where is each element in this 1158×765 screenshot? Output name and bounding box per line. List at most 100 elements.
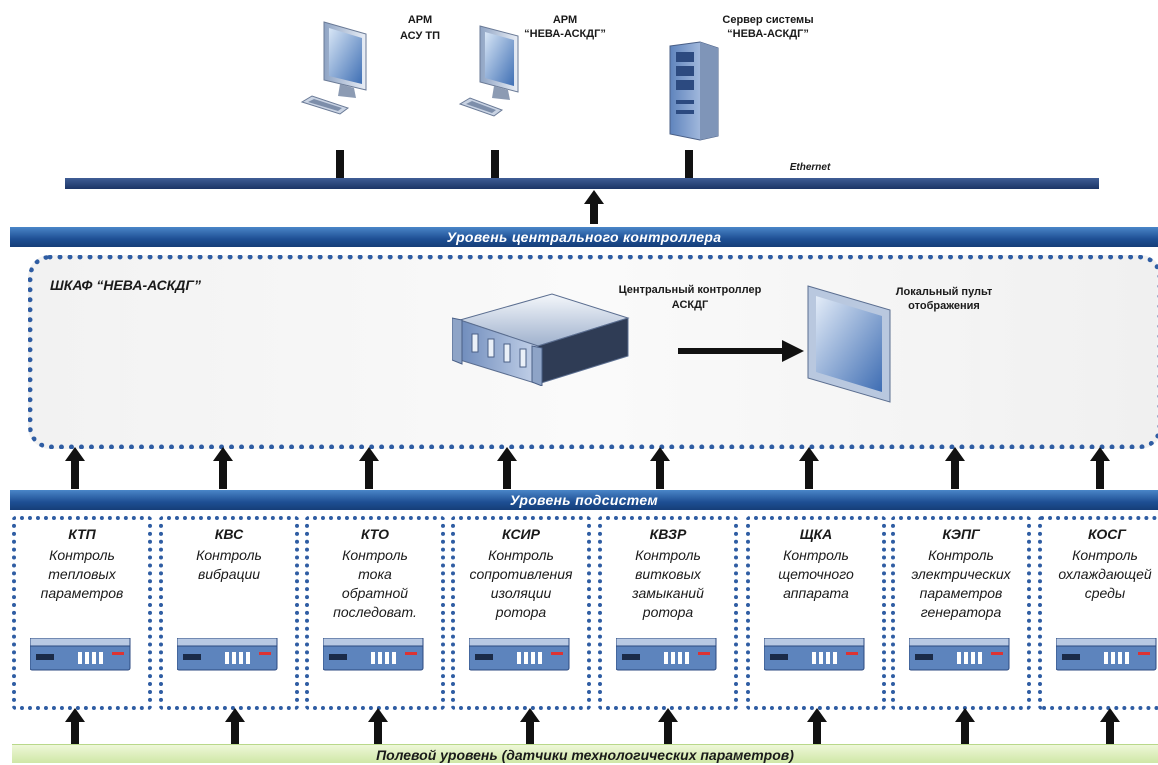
connector-asutp bbox=[336, 150, 344, 178]
arm-neva-label-line1: АРМ bbox=[552, 14, 578, 26]
desc-line: параметров bbox=[40, 585, 124, 601]
arrow-up-cab-8 bbox=[1090, 447, 1110, 489]
arm-neva-label-line2: “НЕВА-АСКДГ” bbox=[524, 28, 606, 40]
subsystem-kepg: КЭПГ Контроль электрических параметров г… bbox=[891, 516, 1031, 710]
arm-asutp-label-line1: АРМ bbox=[407, 14, 433, 26]
desc-line: тепловых bbox=[48, 566, 116, 582]
cabinet-title: ШКАФ “НЕВА-АСКДГ” bbox=[50, 277, 201, 293]
arrow-up-sub-7 bbox=[955, 708, 975, 744]
subsystem-kto: КТО Контроль тока обратной последоват. bbox=[305, 516, 445, 710]
desc-line: Контроль bbox=[928, 547, 994, 563]
controller-module-icon bbox=[764, 638, 865, 671]
desc-line: витковых bbox=[635, 566, 701, 582]
subsystem-code: КТП bbox=[68, 526, 96, 542]
subsystem-description: Контроль охлаждающей среды bbox=[1038, 546, 1158, 603]
desc-line: среды bbox=[1084, 585, 1126, 601]
subsystem-kvs: КВС Контроль вибрации bbox=[159, 516, 299, 710]
controller-module-icon bbox=[177, 638, 278, 671]
desc-line: Контроль bbox=[1072, 547, 1138, 563]
desc-line: охлаждающей bbox=[1058, 566, 1152, 582]
central-controller-icon bbox=[452, 293, 630, 386]
subsystem-description: Контроль тепловых параметров bbox=[12, 546, 152, 603]
subsystem-code: КВЗР bbox=[649, 526, 687, 542]
arrow-controller-to-panel bbox=[678, 340, 804, 362]
field-level-bar: Полевой уровень (датчики технологических… bbox=[12, 744, 1158, 763]
controller-module-icon bbox=[469, 638, 570, 671]
subsystem-description: Контроль щеточного аппарата bbox=[746, 546, 886, 603]
cabinet-box bbox=[28, 255, 1158, 449]
desc-line: Контроль bbox=[783, 547, 849, 563]
subsystem-ktp: КТП Контроль тепловых параметров bbox=[12, 516, 152, 710]
controller-module-icon bbox=[1056, 638, 1157, 671]
arrow-up-sub-1 bbox=[65, 708, 85, 744]
subsystem-code: КЭПГ bbox=[942, 526, 980, 542]
arrow-up-sub-8 bbox=[1100, 708, 1120, 744]
desc-line: Контроль bbox=[635, 547, 701, 563]
controller-module-icon bbox=[30, 638, 131, 671]
ethernet-label: Ethernet bbox=[789, 162, 831, 173]
field-level-label: Полевой уровень (датчики технологических… bbox=[376, 747, 794, 763]
controller-module-icon bbox=[323, 638, 424, 671]
desc-line: ротора bbox=[495, 604, 547, 620]
arrow-up-sub-5 bbox=[658, 708, 678, 744]
arrow-up-cab-4 bbox=[497, 447, 517, 489]
subsystem-code: КСИР bbox=[502, 526, 540, 542]
arm-asutp-label-line2: АСУ ТП bbox=[400, 30, 440, 42]
subsystem-description: Контроль витковых замыканий ротора bbox=[598, 546, 738, 622]
panel-label-line2: отображения bbox=[908, 300, 980, 312]
desc-line: параметров bbox=[919, 585, 1003, 601]
arrow-up-cab-2 bbox=[213, 447, 233, 489]
subsystem-description: Контроль вибрации bbox=[159, 546, 299, 584]
desc-line: ротора bbox=[642, 604, 694, 620]
arrow-up-sub-4 bbox=[520, 708, 540, 744]
subsystem-kvzr: КВЗР Контроль витковых замыканий ротора bbox=[598, 516, 738, 710]
arrow-up-cab-1 bbox=[65, 447, 85, 489]
subsystem-code: КТО bbox=[360, 526, 390, 542]
desc-line: вибрации bbox=[197, 566, 261, 582]
arrow-up-cab-3 bbox=[359, 447, 379, 489]
arrow-up-cab-5 bbox=[650, 447, 670, 489]
controller-module-icon bbox=[909, 638, 1010, 671]
desc-line: изоляции bbox=[490, 585, 552, 601]
desc-line: обратной bbox=[341, 585, 409, 601]
desc-line: электрических bbox=[911, 566, 1011, 582]
subsystem-level-bar: Уровень подсистем bbox=[10, 490, 1158, 510]
desc-line: Контроль bbox=[196, 547, 262, 563]
subsystem-code: КВС bbox=[214, 526, 244, 542]
subsystem-description: Контроль сопротивления изоляции ротора bbox=[451, 546, 591, 622]
workstation-neva-icon bbox=[458, 25, 519, 117]
central-level-label: Уровень центрального контроллера bbox=[446, 229, 722, 245]
arrow-up-ethernet bbox=[584, 190, 604, 224]
desc-line: щеточного bbox=[778, 566, 854, 582]
controller-module-icon bbox=[616, 638, 717, 671]
workstation-asutp-icon bbox=[300, 21, 367, 115]
desc-line: последоват. bbox=[333, 604, 417, 620]
subsystem-ksir: КСИР Контроль сопротивления изоляции рот… bbox=[451, 516, 591, 710]
arrow-up-cab-6 bbox=[799, 447, 819, 489]
connector-neva bbox=[491, 150, 499, 178]
subsystem-description: Контроль электрических параметров генера… bbox=[891, 546, 1031, 622]
connector-server bbox=[685, 150, 693, 178]
server-icon bbox=[669, 41, 719, 141]
subsystem-code: КОСГ bbox=[1087, 526, 1126, 542]
ethernet-bus bbox=[65, 178, 1099, 189]
desc-line: Контроль bbox=[342, 547, 408, 563]
desc-line: генератора bbox=[920, 604, 1002, 620]
server-label-line2: “НЕВА-АСКДГ” bbox=[727, 28, 809, 40]
local-display-icon bbox=[807, 285, 891, 403]
server-label-line1: Сервер системы bbox=[722, 14, 814, 26]
arrow-up-sub-3 bbox=[368, 708, 388, 744]
desc-line: Контроль bbox=[49, 547, 115, 563]
controller-label-line2: АСКДГ bbox=[671, 299, 709, 311]
subsystem-level-label: Уровень подсистем bbox=[509, 492, 659, 508]
desc-line: замыканий bbox=[632, 585, 704, 601]
desc-line: тока bbox=[358, 566, 392, 582]
subsystem-shka: ЩКА Контроль щеточного аппарата bbox=[746, 516, 886, 710]
desc-line: сопротивления bbox=[469, 566, 573, 582]
desc-line: аппарата bbox=[783, 585, 849, 601]
desc-line: Контроль bbox=[488, 547, 554, 563]
arrow-up-sub-2 bbox=[225, 708, 245, 744]
arrow-up-sub-6 bbox=[807, 708, 827, 744]
arrow-up-cab-7 bbox=[945, 447, 965, 489]
controller-label-line1: Центральный контроллер bbox=[618, 284, 762, 296]
